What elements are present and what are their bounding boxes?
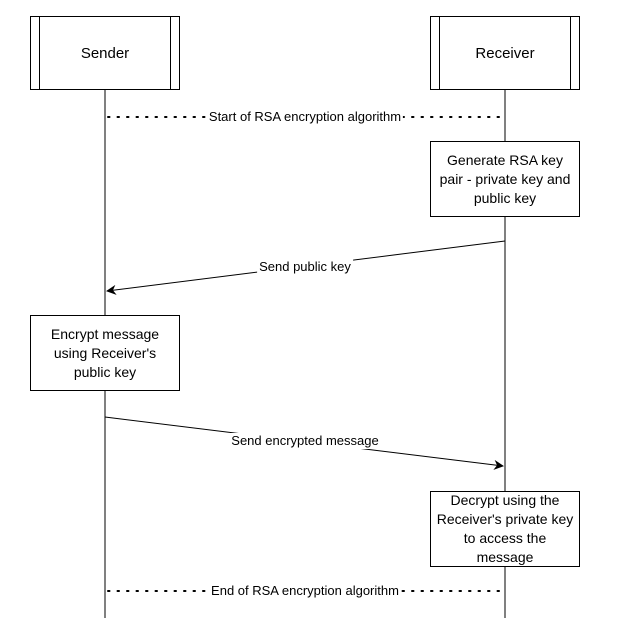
- receiver-label: Receiver: [475, 44, 535, 62]
- start-divider-label: Start of RSA encryption algorithm: [206, 109, 404, 125]
- generate-keys-text: Generate RSA key pair - private key and …: [439, 151, 571, 206]
- send-encrypted-label: Send encrypted message: [229, 433, 381, 449]
- receiver-actor: Receiver: [430, 16, 580, 90]
- encrypt-step: Encrypt message using Receiver's public …: [30, 315, 180, 391]
- sender-actor: Sender: [30, 16, 180, 90]
- send-public-key-label: Send public key: [257, 259, 353, 275]
- generate-keys-step: Generate RSA key pair - private key and …: [430, 141, 580, 217]
- sender-label: Sender: [80, 44, 130, 62]
- decrypt-step: Decrypt using the Receiver's private key…: [430, 491, 580, 567]
- end-divider-label: End of RSA encryption algorithm: [209, 583, 401, 599]
- decrypt-text: Decrypt using the Receiver's private key…: [436, 492, 574, 565]
- encrypt-text: Encrypt message using Receiver's public …: [50, 325, 160, 380]
